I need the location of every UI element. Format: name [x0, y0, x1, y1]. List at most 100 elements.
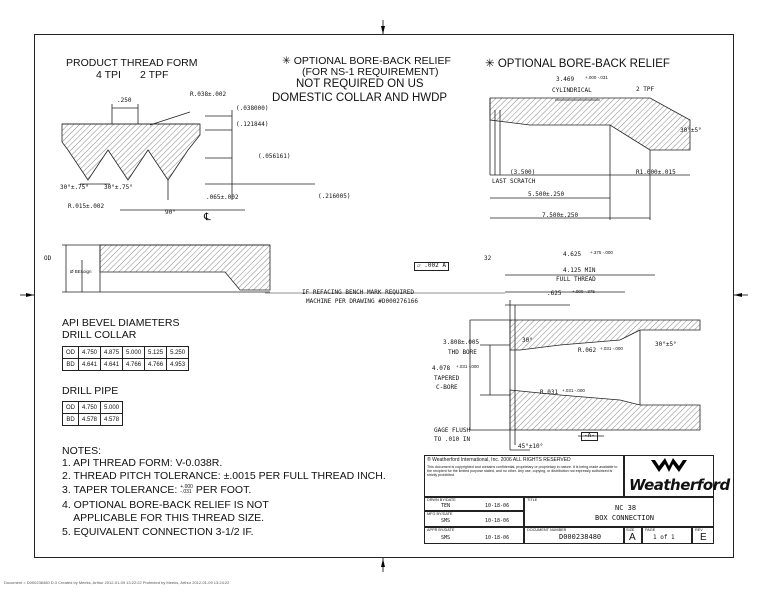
mfg-by-cell: MFG BY/DATE SMS 10-18-06 [424, 511, 524, 527]
gage-flush-2: TO .010 IN [434, 436, 471, 443]
rev-value: E [700, 532, 707, 543]
title-block-notice: ® Weatherford International, Inc. 2006 A… [424, 455, 624, 497]
table-row: BD 4.641 4.641 4.766 4.766 4.953 [62, 358, 190, 371]
drill-pipe-title: DRILL PIPE [62, 385, 119, 397]
rev-cell: REV E [692, 527, 714, 544]
box-r2-tol: +.031 -.000 [562, 388, 585, 393]
note-3-text: 3. TAPER TOLERANCE: [62, 484, 181, 496]
mfg-date: 10-18-06 [485, 518, 510, 524]
box-cb-depth: .625 [547, 290, 562, 297]
api-bevel-title: API BEVEL DIAMETERS [62, 317, 180, 329]
bore-back-title: ✳ OPTIONAL BORE-BACK RELIEF [485, 58, 670, 70]
rev-label: REV [695, 528, 703, 532]
box-bevel-angle: 45°±10° [518, 443, 544, 450]
box-r2: R.031 [540, 389, 559, 396]
box-r1: R.062 [578, 347, 597, 354]
appr-by: SMS [441, 535, 451, 541]
refacing-note-1: IF REFACING BENCH MARK REQUIRED [302, 289, 414, 296]
table-cell: BD [62, 413, 79, 426]
drawn-by-cell: DRWN BY/DATE TEN 10-18-06 [424, 497, 524, 511]
box-cbore-tol: +.031 -.000 [456, 364, 479, 369]
thread-dim-1: (.038000) [236, 105, 269, 112]
thread-flat-dim: .065±.002 [206, 194, 239, 201]
box-min-thread: 4.125 MIN [563, 267, 596, 274]
drawing-sheet [34, 34, 734, 558]
bore-back-radius: R1.000±.015 [636, 169, 676, 176]
logo-cell: Weatherford [624, 455, 730, 497]
centerline-symbol: ℄ [204, 211, 211, 223]
table-cell: 4.578 [77, 413, 102, 426]
note-3: 3. TAPER TOLERANCE: +.000-.031 PER FOOT. [62, 484, 251, 497]
gdt-datum: A [442, 262, 446, 269]
table-cell: 4.578 [100, 413, 124, 426]
drawing-title-1: NC 38 [615, 504, 637, 512]
box-bore-angle: 30° [522, 337, 533, 344]
thread-form-tpi: 4 TPI [96, 69, 121, 81]
table-cell: 4.766 [144, 358, 168, 371]
drill-collar-title: DRILL COLLAR [62, 329, 137, 341]
drawn-label: DRWN BY/DATE [427, 498, 456, 502]
table-cell: OD [62, 346, 79, 359]
title-cell: TITLE NC 38 BOX CONNECTION [524, 497, 714, 527]
title-label: TITLE [527, 498, 538, 502]
bore-back-angle: 30°±5° [680, 127, 702, 134]
mfg-by: SMS [441, 518, 451, 524]
note-2: 2. THREAD PITCH TOLERANCE: ±.0015 PER FU… [62, 470, 386, 482]
last-scratch-dim: (3.500) [510, 169, 536, 176]
box-bore-dim: 3.808±.005 [443, 339, 480, 346]
legal-notice: This document is copyrighted and contain… [427, 465, 618, 478]
thread-radius-root: R.015±.002 [68, 203, 105, 210]
bevel-bd-label: Ø BEsoign [70, 269, 92, 274]
box-total-dim: 4.625 [563, 251, 582, 258]
docnum-value: D000238480 [559, 533, 602, 541]
thread-dim-2: (.121844) [236, 121, 269, 128]
thread-form-title: PRODUCT THREAD FORM [66, 57, 198, 69]
table-cell: 4.875 [100, 346, 124, 359]
table-cell: 4.641 [77, 358, 102, 371]
weatherford-logo-icon [651, 458, 687, 472]
table-cell: 5.000 [100, 401, 124, 414]
bore-back-tpf: 2 TPF [636, 86, 655, 93]
table-cell: 4.953 [166, 358, 190, 371]
drill-collar-table: OD 4.750 4.875 5.000 5.125 5.250 BD 4.64… [62, 346, 190, 371]
notes-heading: NOTES: [62, 445, 102, 457]
optional-note-line3: NOT REQUIRED ON US [296, 78, 424, 90]
thread-form-tpf: 2 TPF [140, 69, 169, 81]
box-cbore-label-1: TAPERED [434, 375, 460, 382]
optional-note-line1: ✳ OPTIONAL BORE-BACK RELIEF [282, 55, 451, 67]
table-cell: 4.750 [77, 346, 102, 359]
table-row: OD 4.750 4.875 5.000 5.125 5.250 [62, 346, 190, 359]
refacing-note-2: MACHINE PER DRAWING #D000276166 [306, 298, 418, 305]
company-name: Weatherford International, Inc. 2006 ALL… [432, 457, 571, 463]
appr-date: 10-18-06 [485, 535, 510, 541]
note-1: 1. API THREAD FORM: V-0.038R. [62, 457, 223, 469]
bore-back-dim1: 5.500±.250 [528, 191, 565, 198]
table-cell: OD [62, 401, 79, 414]
thread-radius-top: R.038±.002 [190, 91, 227, 98]
box-cb-tol: +.000 -.375 [572, 289, 595, 294]
box-cbore-dim: 4.078 [432, 365, 451, 372]
taper-tol-plus: +.000 [180, 484, 193, 491]
box-bore-label: THD BORE [448, 349, 477, 356]
box-datum: -A- [581, 432, 598, 441]
box-dim-32: 32 [484, 255, 492, 262]
gdt-symbol: ▱ [417, 262, 421, 269]
page-value: 1 of 1 [653, 534, 675, 541]
gage-flush-1: GAGE FLUSH [434, 427, 471, 434]
table-cell: 5.000 [122, 346, 146, 359]
table-row: BD 4.578 4.578 [62, 413, 124, 426]
table-cell: 4.750 [77, 401, 102, 414]
docnum-label: DOCUMENT NUMBER [527, 528, 567, 532]
drawing-title-2: BOX CONNECTION [595, 514, 655, 522]
last-scratch-label: LAST SCRATCH [492, 178, 536, 185]
copyright-line: ® Weatherford International, Inc. 2006 A… [427, 457, 571, 463]
drawn-by: TEN [441, 503, 451, 509]
thread-form-view [61, 104, 315, 211]
weatherford-logo-text: Weatherford [629, 476, 730, 494]
taper-tol-minus: -.031 [180, 489, 192, 496]
table-row: OD 4.750 5.000 [62, 401, 124, 414]
box-angle-right: 30°±5° [655, 341, 677, 348]
page-cell: PAGE 1 of 1 [642, 527, 692, 544]
table-cell: 4.641 [100, 358, 124, 371]
bore-back-cyl: 3.469 [556, 76, 575, 83]
